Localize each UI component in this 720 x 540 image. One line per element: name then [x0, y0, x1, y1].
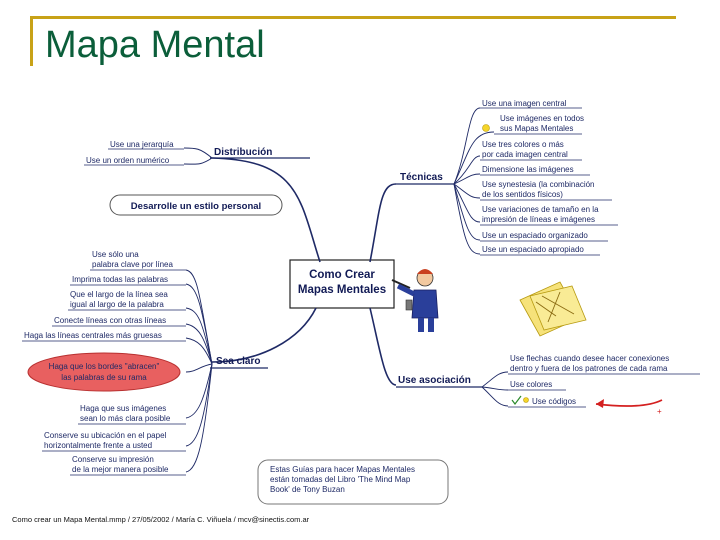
branch-tecnicas: Técnicas Use una imagen central Use imág…	[396, 99, 618, 256]
note-line-3: Book' de Tony Buzan	[270, 485, 345, 494]
branch-label-asociacion: Use asociación	[398, 375, 471, 386]
tecnicas-item-5-l1: Use synestesia (la combinación	[482, 180, 595, 189]
code-icon	[523, 397, 529, 403]
center-line1: Como Crear	[309, 269, 375, 281]
sea-claro-item-7-l2: sean lo más clara posible	[80, 414, 171, 423]
sea-claro-item-5: Haga las líneas centrales más gruesas	[24, 331, 162, 340]
mindmap-sketch-icon	[519, 281, 587, 337]
asociacion-item-1-l2: dentro y fuera de los patrones de cada r…	[510, 364, 668, 373]
asociacion-item-2: Use colores	[510, 380, 552, 389]
tecnicas-item-5-l2: de los sentidos físicos)	[482, 190, 563, 199]
sea-claro-item-7-l1: Haga que sus imágenes	[80, 404, 166, 413]
sea-claro-item-4: Conecte líneas con otras líneas	[54, 316, 166, 325]
asociacion-item-3: Use códigos	[532, 397, 576, 406]
sea-claro-item-3-l2: igual al largo de la palabra	[70, 300, 164, 309]
center-line2: Mapas Mentales	[298, 284, 386, 296]
lightbulb-icon	[482, 124, 490, 132]
tecnicas-item-2-l2: sus Mapas Mentales	[500, 124, 573, 133]
branch-label-sea-claro: Sea claro	[216, 356, 260, 367]
sea-claro-item-6-l2: las palabras de su rama	[61, 373, 147, 382]
tecnicas-item-2-l1: Use imágenes en todos	[500, 114, 584, 123]
arrow-head-icon	[596, 399, 604, 408]
tecnicas-item-3-l1: Use tres colores o más	[482, 140, 564, 149]
sea-claro-item-1-l2: palabra clave por línea	[92, 260, 173, 269]
sea-claro-item-8-l2: horizontalmente frente a usted	[44, 441, 152, 450]
tecnicas-item-8: Use un espaciado apropiado	[482, 245, 584, 254]
arrow-tail-mark: +	[657, 407, 662, 416]
frame-top-rule	[30, 16, 676, 19]
distribucion-item-1: Use una jerarquía	[110, 140, 174, 149]
sea-claro-item-1-l1: Use sólo una	[92, 250, 139, 259]
center-node: Como Crear Mapas Mentales	[289, 259, 395, 309]
tecnicas-item-6-l2: impresión de líneas e imágenes	[482, 215, 595, 224]
distribucion-item-2: Use un orden numérico	[86, 156, 170, 165]
branch-estilo: Desarrolle un estilo personal	[109, 194, 283, 216]
sea-claro-item-8-l1: Conserve su ubicación en el papel	[44, 431, 167, 440]
sea-claro-item-2: Imprima todas las palabras	[72, 275, 168, 284]
presenter-figure	[391, 269, 439, 332]
main-branches	[211, 157, 397, 386]
slide-title: Mapa Mental	[45, 24, 265, 66]
frame-left-rule	[30, 16, 33, 66]
source-note: Estas Guías para hacer Mapas Mentales es…	[257, 459, 449, 505]
footer-credit: Como crear un Mapa Mental.mmp / 27/05/20…	[12, 515, 310, 524]
note-line-1: Estas Guías para hacer Mapas Mentales	[270, 465, 415, 474]
sea-claro-item-9-l1: Conserve su impresión	[72, 455, 154, 464]
tecnicas-item-3-l2: por cada imagen central	[482, 150, 568, 159]
center-box	[289, 259, 395, 309]
tecnicas-item-7: Use un espaciado organizado	[482, 231, 588, 240]
branch-label-tecnicas: Técnicas	[400, 172, 443, 183]
highlight-ellipse	[27, 352, 181, 392]
note-line-2: están tomadas del Libro 'The Mind Map	[270, 475, 411, 484]
sea-claro-item-9-l2: de la mejor manera posible	[72, 465, 169, 474]
tecnicas-item-4: Dimensione las imágenes	[482, 165, 574, 174]
tecnicas-item-6-l1: Use variaciones de tamaño en la	[482, 205, 599, 214]
branch-label-distribucion: Distribución	[214, 147, 272, 158]
branch-sea-claro: Sea claro Use sólo una palabra clave por…	[22, 250, 268, 476]
connection-arrow	[595, 399, 663, 407]
branch-distribucion: Distribución Use una jerarquía Use un or…	[84, 140, 310, 166]
checkmark-icon	[511, 395, 522, 405]
branch-label-estilo: Desarrolle un estilo personal	[131, 201, 261, 212]
asociacion-item-1-l1: Use flechas cuando desee hacer conexione…	[510, 354, 669, 363]
branch-asociacion: Use asociación Use flechas cuando desee …	[396, 354, 700, 416]
sea-claro-item-3-l1: Que el largo de la línea sea	[70, 290, 168, 299]
sea-claro-item-6-l1: Haga que los bordes "abracen"	[49, 362, 160, 371]
tecnicas-item-1: Use una imagen central	[482, 99, 567, 108]
